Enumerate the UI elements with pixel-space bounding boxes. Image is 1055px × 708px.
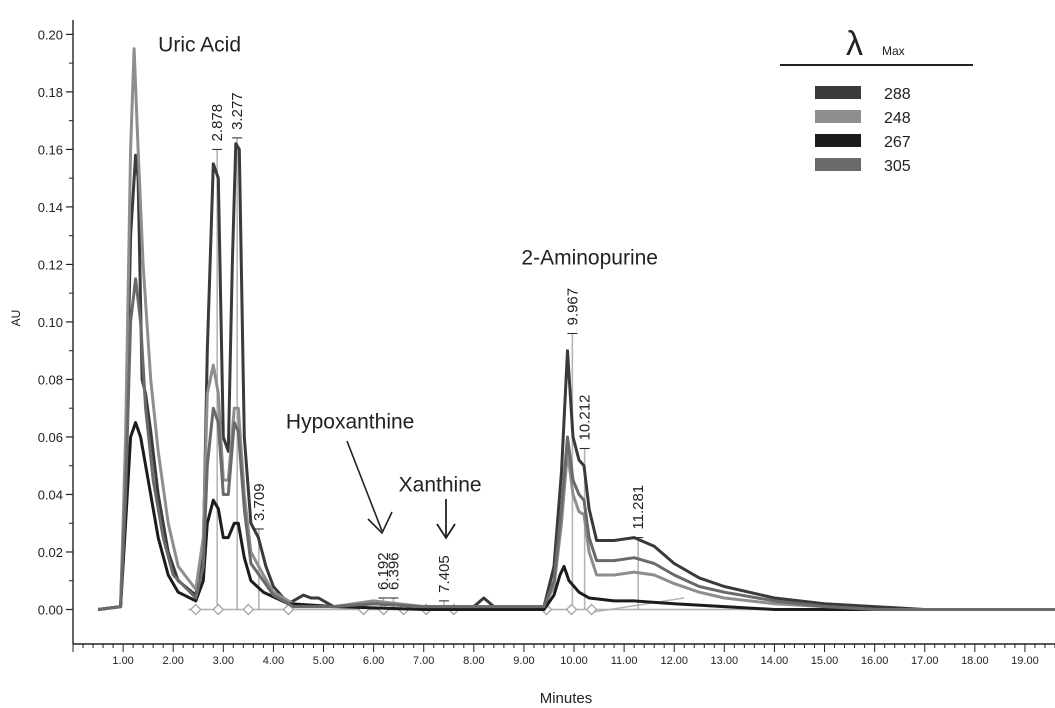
y-tick-label: 0.00 bbox=[38, 602, 63, 617]
x-tick-label: 5.00 bbox=[313, 655, 334, 667]
y-tick-label: 0.16 bbox=[38, 142, 63, 157]
y-tick-label: 0.10 bbox=[38, 315, 63, 330]
baseline-marker-icon bbox=[585, 603, 598, 616]
legend: λ Max 288 248 267 305 bbox=[780, 25, 973, 175]
peak-label-2: 3.709 bbox=[251, 483, 268, 521]
legend-swatch bbox=[815, 134, 861, 147]
y-tick-label: 0.14 bbox=[38, 200, 63, 215]
peak-label-7: 10.212 bbox=[577, 395, 594, 441]
y-tick-label: 0.18 bbox=[38, 85, 63, 100]
y-axis-ticks: 0.00 0.02 0.04 0.06 0.08 0.10 0.12 0.14 0.16 0.18… bbox=[38, 27, 73, 617]
series-layer bbox=[97, 47, 1055, 611]
y-tick-label: 0.08 bbox=[38, 372, 63, 387]
x-axis-ticks: 1.00 2.00 3.00 4.00 5.00 6.00 7.00 8.00 9.00 10.0… bbox=[72, 644, 1055, 667]
legend-label-1: 248 bbox=[884, 110, 911, 127]
x-tick-label: 1.00 bbox=[112, 655, 133, 667]
y-tick-label: 0.20 bbox=[38, 27, 63, 42]
x-tick-label: 2.00 bbox=[162, 655, 183, 667]
x-tick-label: 9.00 bbox=[513, 655, 534, 667]
compound-label-2: Xanthine bbox=[399, 474, 482, 497]
x-tick-label: 14.00 bbox=[761, 655, 789, 667]
compound-label-3: 2-Aminopurine bbox=[521, 246, 658, 269]
x-tick-label: 6.00 bbox=[363, 655, 384, 667]
legend-label-2: 267 bbox=[884, 134, 911, 151]
series-line-1 bbox=[97, 47, 1055, 611]
peak-label-1: 3.277 bbox=[229, 92, 246, 130]
x-axis-title: Minutes bbox=[540, 690, 593, 707]
legend-label-0: 288 bbox=[884, 86, 911, 103]
y-tick-label: 0.06 bbox=[38, 430, 63, 445]
x-tick-label: 15.00 bbox=[811, 655, 839, 667]
baseline-marker-icon bbox=[565, 603, 578, 616]
peak-label-0: 2.878 bbox=[209, 104, 226, 142]
series-line-0 bbox=[97, 142, 1055, 611]
baseline-marker-icon bbox=[282, 603, 295, 616]
y-axis-title: AU bbox=[9, 310, 23, 327]
compound-label-1: Hypoxanthine bbox=[286, 410, 414, 433]
x-tick-label: 16.00 bbox=[861, 655, 889, 667]
series-line-3 bbox=[97, 277, 1055, 611]
legend-swatch bbox=[815, 110, 861, 123]
peak-label-8: 11.281 bbox=[630, 485, 647, 530]
legend-swatch bbox=[815, 86, 861, 99]
y-tick-label: 0.12 bbox=[38, 257, 63, 272]
y-tick-label: 0.02 bbox=[38, 545, 63, 560]
x-tick-label: 18.00 bbox=[961, 655, 989, 667]
peak-label-3: 6.192 bbox=[375, 552, 392, 590]
series-line-2 bbox=[97, 421, 1055, 611]
legend-title-sub: Max bbox=[882, 44, 905, 58]
legend-entries: 288 248 267 305 bbox=[815, 86, 911, 175]
x-tick-label: 3.00 bbox=[213, 655, 234, 667]
x-tick-label: 8.00 bbox=[463, 655, 484, 667]
compound-label-0: Uric Acid bbox=[158, 34, 241, 57]
baseline-marker-icon bbox=[242, 603, 255, 616]
legend-swatch bbox=[815, 158, 861, 171]
peak-label-5: 7.405 bbox=[436, 555, 453, 593]
x-tick-label: 11.00 bbox=[611, 655, 638, 667]
hypoxanthine-arrow bbox=[346, 440, 393, 535]
x-tick-label: 4.00 bbox=[263, 655, 284, 667]
x-tick-label: 19.00 bbox=[1011, 655, 1039, 667]
legend-lambda-icon: λ bbox=[846, 25, 863, 63]
baseline-marker-icon bbox=[189, 603, 202, 616]
x-tick-label: 10.00 bbox=[560, 655, 588, 667]
xanthine-arrow bbox=[436, 499, 456, 540]
x-tick-label: 17.00 bbox=[911, 655, 939, 667]
legend-label-3: 305 bbox=[884, 158, 911, 175]
peak-label-4: 6.396 bbox=[385, 552, 402, 590]
baseline-marker-icon bbox=[212, 603, 225, 616]
x-tick-label: 12.00 bbox=[660, 655, 688, 667]
y-tick-label: 0.04 bbox=[38, 487, 63, 502]
x-tick-label: 7.00 bbox=[413, 655, 434, 667]
x-tick-label: 13.00 bbox=[711, 655, 739, 667]
peak-label-6: 9.967 bbox=[564, 288, 581, 326]
